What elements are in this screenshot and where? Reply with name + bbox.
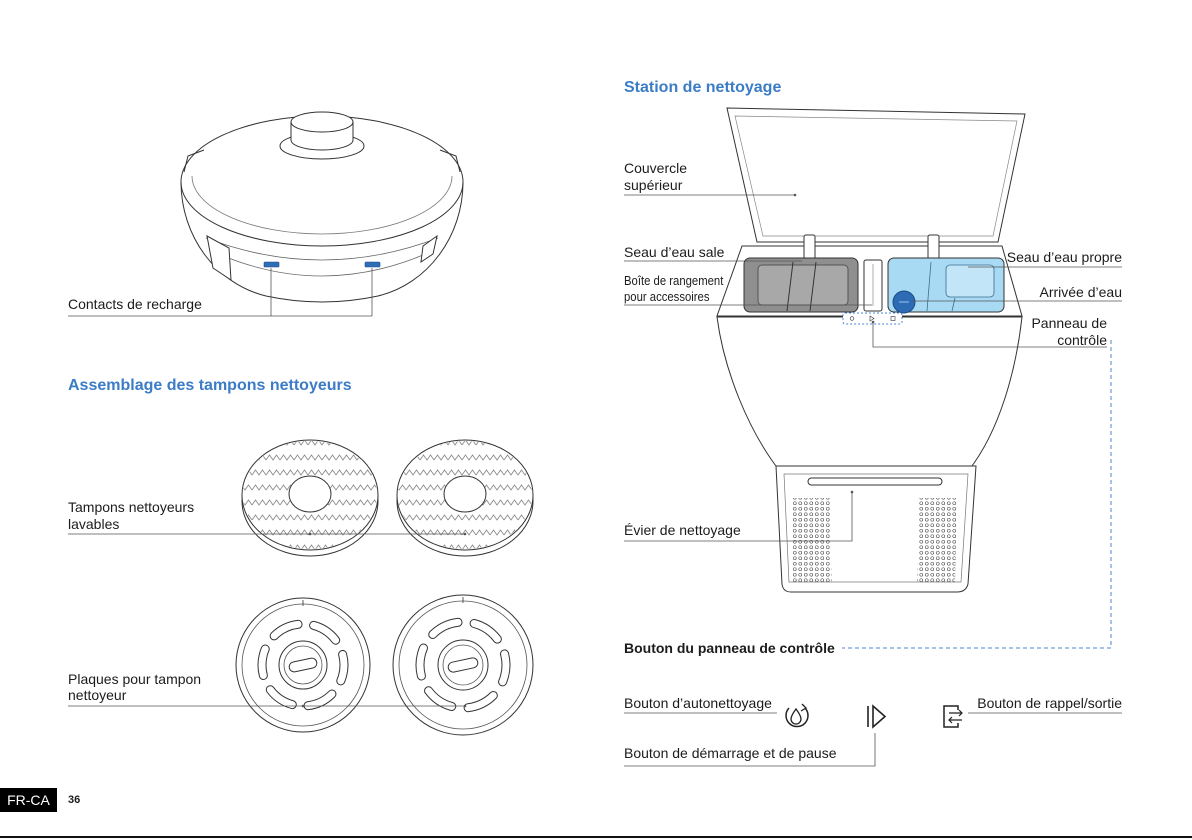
accessory-storage-box <box>863 259 883 312</box>
washable-mop-pad-left <box>241 439 379 557</box>
station-heading: Station de nettoyage <box>624 79 782 96</box>
cleaning-tray <box>775 465 977 593</box>
leader-charging-contacts <box>68 268 373 317</box>
tray-slot <box>807 477 943 486</box>
leader-pad-plates <box>68 704 467 708</box>
accessory-box-label-line1: Boîte de rangement <box>624 273 724 288</box>
panel-recall-indicator <box>890 316 896 321</box>
control-panel <box>842 312 903 325</box>
bumper-band-upper <box>205 237 439 261</box>
washable-mop-pad-right <box>396 439 534 557</box>
recall-exit-icon <box>943 705 963 728</box>
front-sensor-window <box>206 235 232 281</box>
locale-badge: FR-CA <box>0 788 57 812</box>
washable-pads-label-line1: Tampons nettoyeurs <box>68 499 195 515</box>
top-cover <box>726 107 1026 243</box>
leader-washable-pads <box>68 532 467 536</box>
leader-start-pause-button <box>624 733 876 767</box>
bumper-band-lower <box>213 251 431 277</box>
leader-cleaning-tray <box>624 492 853 542</box>
clean-water-tank <box>887 257 1005 313</box>
pad-plates-label-line1: Plaques pour tampon <box>68 671 202 687</box>
top-cover-label-line2: supérieur <box>624 177 683 193</box>
robot-vacuum-illustration <box>180 111 464 303</box>
clean-water-tank-label: Seau d’eau propre <box>1006 249 1122 265</box>
control-panel-label-line1: Panneau de <box>1031 315 1107 331</box>
charging-contact-right <box>364 261 381 268</box>
tray-vent-right <box>917 498 957 582</box>
self-clean-button-label: Bouton d’autonettoyage <box>624 695 772 711</box>
tray-vent-left <box>792 498 832 582</box>
station-leader-lines <box>624 194 1122 767</box>
washable-pads-label-line2: lavables <box>68 516 120 532</box>
station-body <box>716 316 1023 471</box>
dirty-water-tank-label: Seau d’eau sale <box>624 244 725 260</box>
page-number: 36 <box>68 794 81 806</box>
panel-self-clean-indicator <box>849 316 855 321</box>
leader-dots <box>793 193 875 494</box>
lidar-top <box>290 111 354 133</box>
start-pause-icon <box>867 704 887 729</box>
cover-hinge-post-left <box>803 234 816 262</box>
pad-assembly-heading: Assemblage des tampons nettoyeurs <box>68 377 352 394</box>
bottom-rule <box>0 836 1192 838</box>
self-clean-icon <box>785 703 809 728</box>
control-buttons-heading: Bouton du panneau de contrôle <box>624 640 835 656</box>
pad-plates-label-line2: nettoyeur <box>68 687 127 703</box>
robot-body <box>180 115 464 303</box>
start-pause-button-label: Bouton de démarrage et de pause <box>624 745 837 761</box>
leader-control-panel <box>872 322 1107 348</box>
water-inlet-label: Arrivée d’eau <box>1039 284 1123 300</box>
water-inlet <box>892 290 916 314</box>
charging-contact-left <box>263 261 280 268</box>
mop-pad-plate-left <box>235 597 371 733</box>
mop-pad-plate-right <box>392 594 534 736</box>
cleaning-station-illustration <box>716 107 1026 593</box>
cleaning-tray-label: Évier de nettoyage <box>624 522 741 538</box>
robot-lid-edge <box>191 175 453 235</box>
robot-lid-tab-left <box>183 149 205 173</box>
dirty-water-tank <box>743 257 859 313</box>
panel-start-pause-indicator <box>869 315 875 322</box>
robot-lid-tab-right <box>439 149 461 173</box>
accessory-box-label-line2: pour accessoires <box>624 289 710 304</box>
charging-contacts-label: Contacts de recharge <box>68 296 202 312</box>
robot-top-edge <box>180 181 464 247</box>
control-panel-callout-dashed <box>842 340 1112 649</box>
control-panel-label-line2: contrôle <box>1057 332 1107 348</box>
recall-exit-button-label: Bouton de rappel/sortie <box>977 695 1122 711</box>
side-sensor-window <box>420 234 438 264</box>
top-cover-label-line1: Couvercle <box>624 160 688 176</box>
cover-hinge-post-right <box>927 234 940 262</box>
